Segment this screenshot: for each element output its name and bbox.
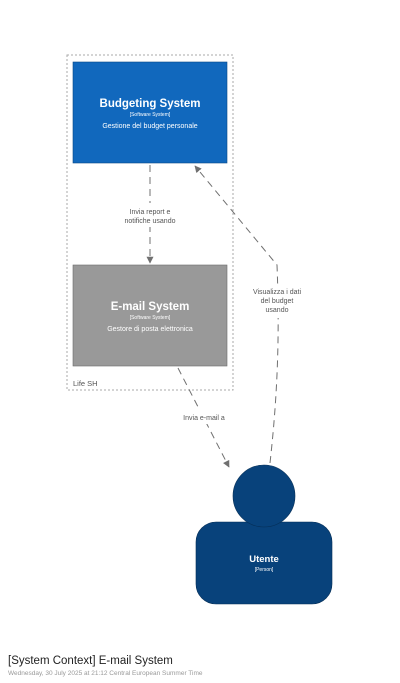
relationship-label-bg [114,203,186,227]
budgeting-system-type: [Software System] [130,112,171,118]
email-system-type: [Software System] [130,315,171,321]
email-system-box[interactable]: E-mail System [Software System] Gestore … [72,264,228,367]
boundary-label: Life SH [73,379,98,388]
email-system-rect [72,264,228,367]
person-name: Utente [249,554,279,565]
relationship-label-line-2: del budget [261,298,294,305]
relationship-label-line-1: Visualizza i dati [253,289,302,296]
relationship-label-line-3: usando [266,307,289,314]
relationship-label-line-2: notifiche usando [125,218,176,225]
person-type: [Person] [255,567,274,573]
user-person[interactable]: Utente [Person] [195,464,333,605]
relationship-label-bg [244,284,310,318]
relationship-line [194,165,279,464]
system-boundary [66,54,234,391]
system-context-diagram: Life SH Budgeting System [Software Syste… [66,54,333,605]
relationship-line [177,367,230,468]
budgeting-system-box[interactable]: Budgeting System [Software System] Gesti… [72,61,228,164]
budgeting-system-rect [72,61,228,164]
diagram-title: [System Context] E-mail System [8,655,173,667]
relationship-budgeting-to-email[interactable]: Invia report e notifiche usando [114,165,186,264]
relationship-email-to-user[interactable]: Invia e-mail a [175,367,233,468]
relationship-label-line-1: Invia report e [130,209,171,216]
email-system-name: E-mail System [111,301,190,313]
relationship-label-line-1: Invia e-mail a [183,415,225,422]
budgeting-system-description: Gestione del budget personale [102,123,197,130]
relationship-label-bg [175,410,233,424]
diagram-timestamp: Wednesday, 30 July 2025 at 21:12 Central… [8,670,203,677]
person-head-icon [232,464,296,528]
budgeting-system-name: Budgeting System [100,98,201,110]
relationship-user-to-budgeting[interactable]: Visualizza i dati del budget usando [194,165,310,464]
email-system-description: Gestore di posta elettronica [107,326,193,333]
